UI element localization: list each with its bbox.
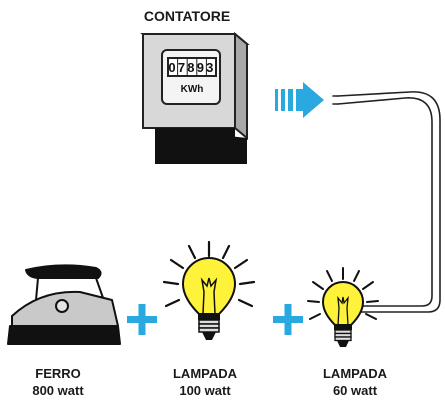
iron-power: 800 watt	[32, 383, 84, 398]
meter-title: CONTATORE	[143, 8, 231, 24]
lamp-60-power: 60 watt	[332, 383, 378, 398]
meter-digit-box	[167, 57, 217, 77]
lamp-100-name: LAMPADA	[172, 366, 238, 381]
power-wire	[332, 91, 441, 313]
iron-icon	[7, 264, 121, 345]
electric-meter: 07893 KWh	[140, 31, 250, 164]
current-flow-arrow	[275, 82, 324, 118]
lamp-100-power: 100 watt	[179, 383, 231, 398]
caption-lamp-60: LAMPADA 60 watt	[300, 365, 410, 399]
meter-base-front	[155, 128, 235, 164]
plus-sign-2	[273, 304, 303, 335]
caption-lamp-100: LAMPADA 100 watt	[150, 365, 260, 399]
lightbulb-60w-icon	[307, 267, 379, 347]
lightbulb-100w-icon	[162, 240, 256, 340]
meter-reading: 07893	[168, 60, 215, 75]
plus-sign-1	[127, 304, 157, 335]
meter-unit: KWh	[181, 84, 204, 95]
meter-side-face	[234, 31, 248, 141]
lamp-60-name: LAMPADA	[322, 366, 388, 381]
iron-name: FERRO	[35, 366, 81, 381]
caption-iron: FERRO 800 watt	[8, 365, 108, 399]
